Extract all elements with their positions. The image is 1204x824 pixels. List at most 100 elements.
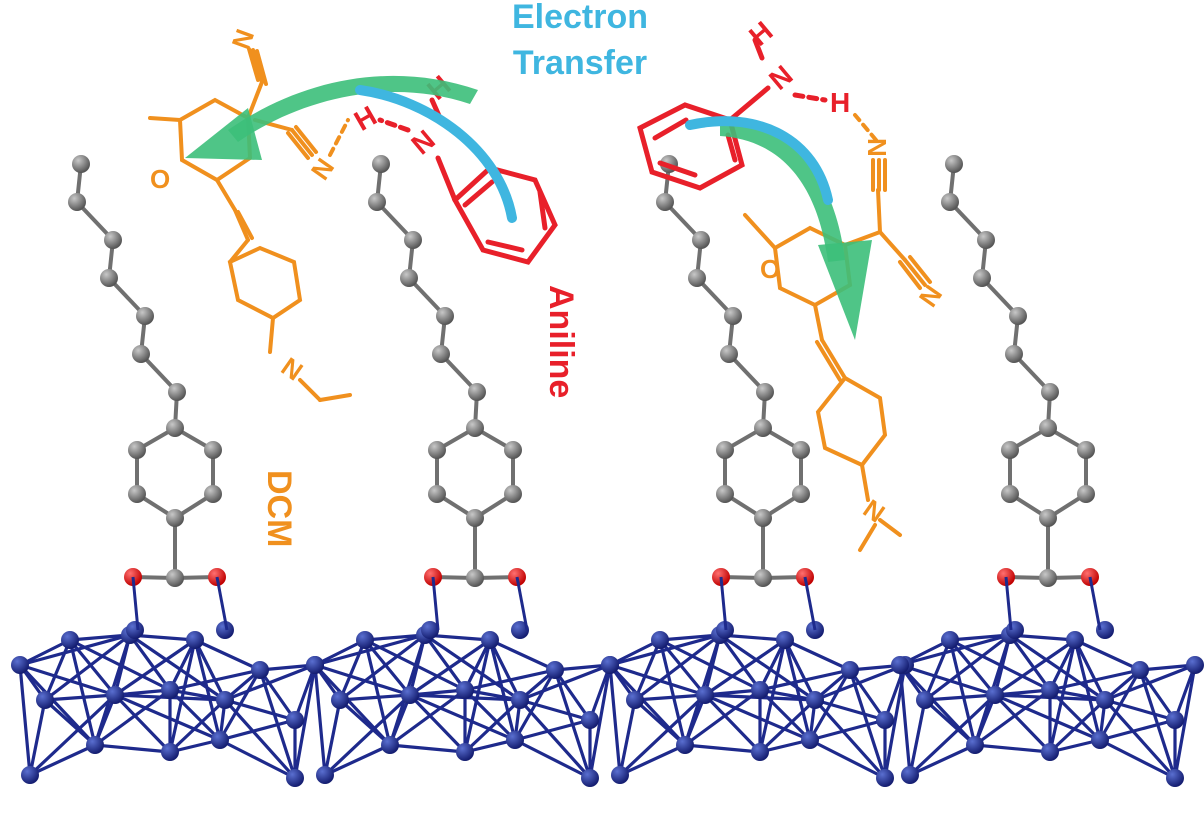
zirconium-atom [1041, 743, 1059, 761]
cluster-bond [1098, 718, 1177, 742]
carbon-atom [792, 485, 810, 503]
cluster-bond [553, 668, 592, 722]
cluster-bond [423, 633, 467, 692]
cluster-bond [338, 693, 412, 702]
zirconium-anchor-atom [511, 621, 529, 639]
dcm-right-nitrile-nitrogen-1-letter: N [862, 138, 892, 157]
zirconium-atom [806, 691, 824, 709]
zirconium-atom [901, 766, 919, 784]
cluster-bond [758, 638, 787, 692]
cluster-bond [993, 693, 1052, 754]
cluster-bond [313, 638, 367, 667]
cluster-bond [1048, 638, 1077, 754]
zirconium-atom [251, 661, 269, 679]
dcm-molecule-left [148, 47, 352, 402]
electron-transfer-label-line1: Electron [512, 0, 648, 36]
cluster-bond [588, 663, 612, 722]
aniline-right-hydrogen-1-letter: H [743, 15, 778, 52]
carbon-atom [68, 193, 86, 211]
cluster-bond [718, 633, 817, 702]
cluster-bond [313, 633, 427, 667]
cluster-bond [363, 638, 412, 697]
cluster-bond [513, 738, 592, 780]
carbon-atom [1039, 419, 1057, 437]
cluster-bond [1103, 698, 1177, 722]
carbon-atom [204, 441, 222, 459]
cluster-bond [948, 638, 977, 747]
cluster-bond [758, 688, 817, 702]
cluster-bond [488, 638, 557, 672]
cluster-bond [293, 663, 317, 722]
cluster-bond [18, 633, 132, 667]
zirconium-atom [891, 656, 909, 674]
cluster-bond [338, 698, 392, 747]
zirconium-atom [86, 736, 104, 754]
cluster-bond [28, 698, 47, 777]
zirconium-atom [286, 711, 304, 729]
zirconium-atom [986, 686, 1004, 704]
linker-1 [68, 155, 229, 631]
zirconium-atom [11, 656, 29, 674]
zirconium-atom [801, 731, 819, 749]
cluster-bond [513, 668, 557, 742]
cluster-bond [898, 633, 1012, 667]
carbon-atom [104, 231, 122, 249]
dcm-left-oxygen-letter: O [150, 164, 170, 194]
zirconium-atom [676, 736, 694, 754]
cluster-bond [758, 638, 787, 754]
carbon-atom [132, 345, 150, 363]
carbon-atom [1009, 307, 1027, 325]
aniline-left-nitrogen-letter: N [405, 124, 440, 161]
cluster-bond [28, 693, 117, 777]
aniline-right-hydrogen-2-letter: H [830, 87, 850, 118]
cluster-bond [618, 693, 707, 777]
cluster-bond [68, 633, 132, 642]
zirconium-atom [456, 743, 474, 761]
cluster-bond [463, 688, 517, 742]
carbon-atom [941, 193, 959, 211]
cluster-bond [388, 688, 467, 747]
cluster-bond [313, 663, 327, 777]
cluster-bond [923, 693, 997, 702]
dcm-right-oxygen-letter: O [760, 254, 780, 284]
carbon-atom [504, 485, 522, 503]
carbon-atom [973, 269, 991, 287]
cluster-bond [683, 688, 762, 747]
cluster-bond [1098, 738, 1177, 780]
linker-3 [656, 155, 817, 631]
carbon-atom [1077, 485, 1095, 503]
cluster-bond [898, 663, 997, 697]
cluster-bond [128, 633, 172, 692]
carbon-atom [436, 307, 454, 325]
cluster-bond [658, 638, 687, 747]
cluster-bond [633, 693, 707, 702]
cluster-bond [323, 743, 392, 777]
cluster-bond [113, 693, 222, 742]
aniline-right-atom-letters: N H H [743, 15, 850, 118]
cluster-bond [848, 668, 887, 722]
carbon-atom [466, 509, 484, 527]
cluster-bond [168, 638, 197, 692]
cluster-bond [128, 633, 227, 702]
cluster-bond [783, 638, 817, 702]
carbon-atom [204, 485, 222, 503]
cluster-bond [168, 688, 222, 742]
cluster-bond [618, 698, 637, 777]
carbon-atom [128, 485, 146, 503]
cluster-bond [783, 638, 852, 672]
cluster-bond [93, 688, 172, 747]
carbon-atom [400, 269, 418, 287]
blue-arrow-left [355, 85, 517, 223]
cluster-bond [218, 718, 297, 742]
carbon-atom [100, 269, 118, 287]
cluster-bond [488, 638, 522, 702]
carbon-atom [466, 569, 484, 587]
cluster-bond [363, 638, 392, 747]
cluster-bond [218, 668, 262, 742]
cluster-bond [813, 698, 887, 722]
cluster-bond [1098, 668, 1142, 742]
carbon-atom [136, 307, 154, 325]
cluster-bond [1048, 688, 1102, 742]
zirconium-atom [581, 711, 599, 729]
